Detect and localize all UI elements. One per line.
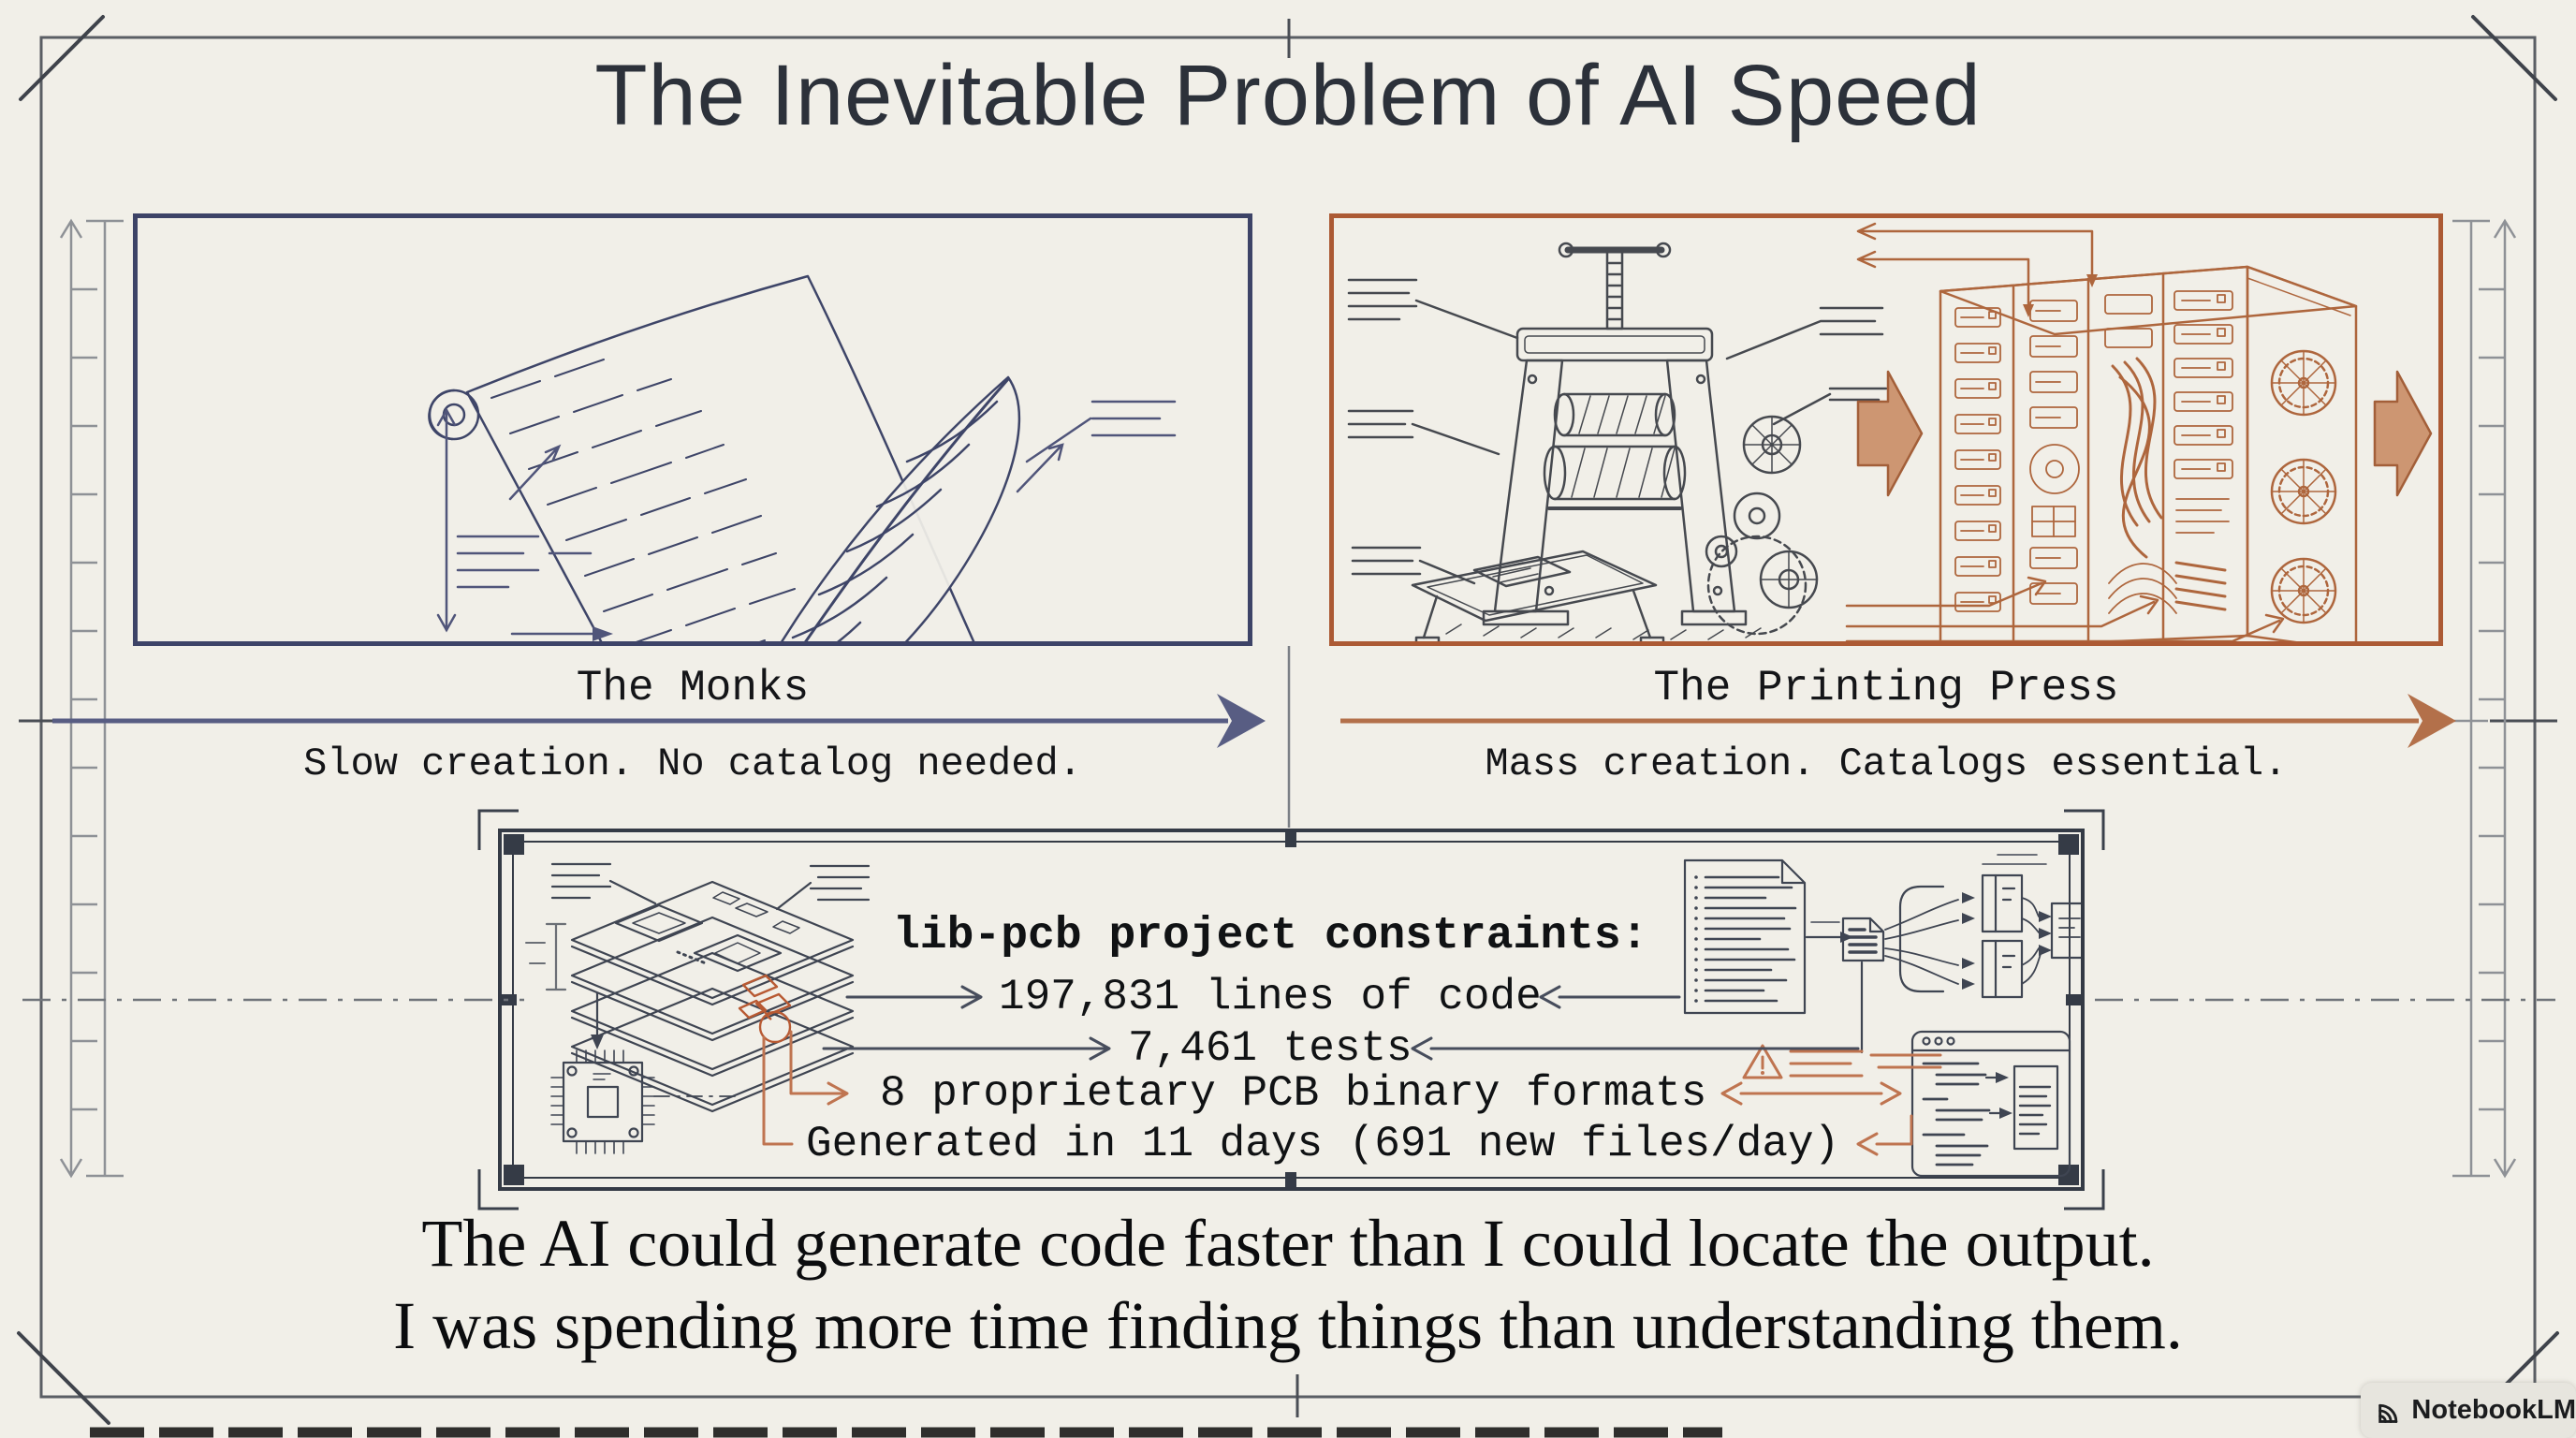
printing-press-panel bbox=[1329, 213, 2443, 646]
monks-panel bbox=[133, 213, 1252, 646]
constraints-title: lib-pcb project constraints: bbox=[893, 911, 1648, 961]
press-title: The Printing Press bbox=[1653, 664, 2119, 712]
warning-icon bbox=[1742, 1044, 1942, 1079]
constraint-lines-of-code: 197,831 lines of code bbox=[999, 973, 1542, 1021]
quote-line-1: The AI could generate code faster than I… bbox=[421, 1206, 2155, 1281]
constraint-generation-rate: Generated in 11 days (691 new files/day) bbox=[806, 1120, 1840, 1168]
watermark-label: NotebookLM bbox=[2411, 1395, 2576, 1425]
press-to-servers-icon bbox=[1347, 222, 2433, 641]
monks-tagline: Slow creation. No catalog needed. bbox=[303, 741, 1082, 786]
press-tagline: Mass creation. Catalogs essential. bbox=[1485, 741, 2288, 786]
quill-and-scroll-icon bbox=[428, 274, 1177, 641]
constraint-tests: 7,461 tests bbox=[1128, 1024, 1412, 1073]
notebooklm-logo-icon bbox=[2378, 1403, 2398, 1423]
watermark-badge: NotebookLM bbox=[2361, 1383, 2576, 1438]
quote-line-2: I was spending more time finding things … bbox=[393, 1288, 2183, 1363]
page-title: The Inevitable Problem of AI Speed bbox=[594, 48, 1982, 143]
monks-title: The Monks bbox=[576, 664, 810, 712]
constraint-binary-formats: 8 proprietary PCB binary formats bbox=[880, 1069, 1707, 1118]
